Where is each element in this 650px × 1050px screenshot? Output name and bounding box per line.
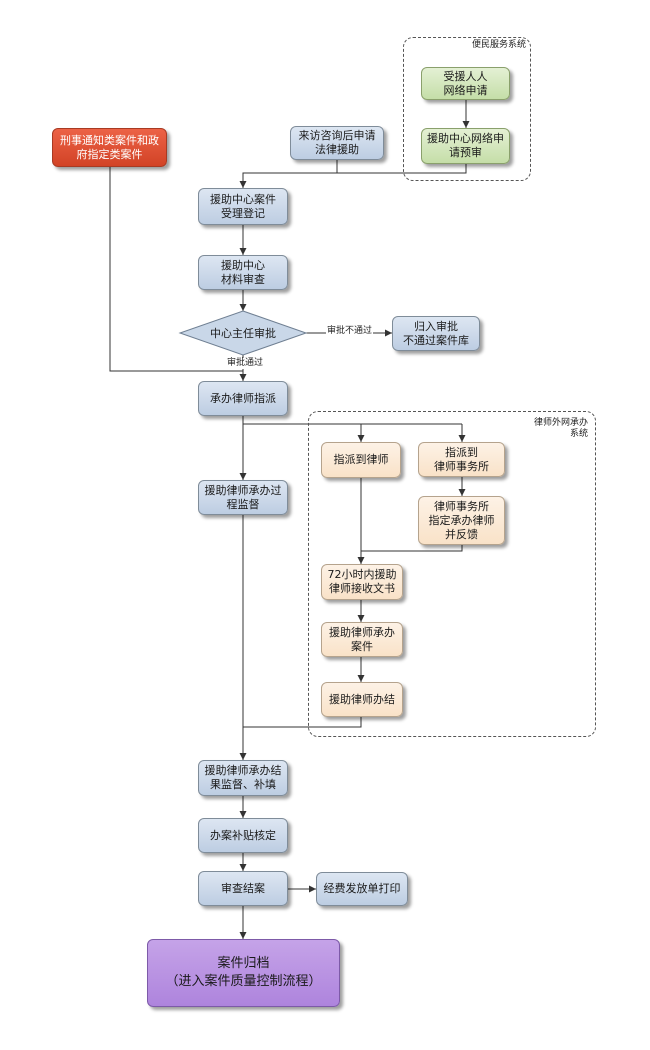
service-system-group: [403, 37, 531, 181]
center-online-pretrial-node: 援助中心网络申 请预审: [421, 128, 510, 164]
receive-docs-72h-node: 72小时内援助 律师接收文书: [321, 564, 403, 600]
subsidy-verification-node: 办案补贴核定: [198, 818, 288, 853]
edge-pretrial-to-registration: [239, 164, 467, 188]
approval-diamond: [178, 310, 308, 356]
edge-criminal-to-assign: [109, 167, 243, 372]
criminal-notice-node: 刑事通知类案件和政 府指定类案件: [52, 128, 167, 167]
director-approval-label: 中心主任审批: [210, 327, 276, 340]
approved-label: 审批通过: [226, 358, 265, 369]
case-archive-node: 案件归档 （进入案件质量控制流程）: [147, 939, 340, 1007]
review-close-node: 审查结案: [198, 871, 288, 906]
assign-to-firm-node: 指派到 律师事务所: [418, 442, 505, 477]
lawyer-system-group: [308, 411, 596, 737]
lawyer-close-case-node: 援助律师办结: [321, 682, 403, 717]
process-supervision-node: 援助律师承办过 程监督: [198, 480, 288, 515]
applicant-online-node: 受援人人 网络申请: [421, 67, 510, 100]
archive-rejected-node: 归入审批 不通过案件库: [392, 316, 480, 351]
edge-close-to-main: [243, 717, 362, 728]
lawyer-handle-case-node: 援助律师承办 案件: [321, 622, 403, 657]
firm-designate-node: 律师事务所 指定承办律师 并反馈: [418, 496, 505, 545]
assign-lawyer-node: 承办律师指派: [198, 381, 288, 416]
lawyer-system-label: 律师外网承办 系统: [533, 418, 588, 439]
edge-designate-to-72h: [361, 545, 463, 552]
material-review-node: 援助中心 材料审查: [198, 255, 288, 290]
assign-to-lawyer-node: 指派到律师: [321, 442, 401, 478]
not-approved-label: 审批不通过: [326, 326, 374, 337]
service-system-label: 便民服务系统: [471, 40, 526, 50]
case-registration-node: 援助中心案件 受理登记: [198, 188, 288, 225]
expense-print-node: 经费发放单打印: [316, 872, 408, 906]
visit-consult-node: 来访咨询后申请 法律援助: [290, 126, 384, 160]
result-supervision-node: 援助律师承办结 果监督、补填: [198, 760, 288, 796]
